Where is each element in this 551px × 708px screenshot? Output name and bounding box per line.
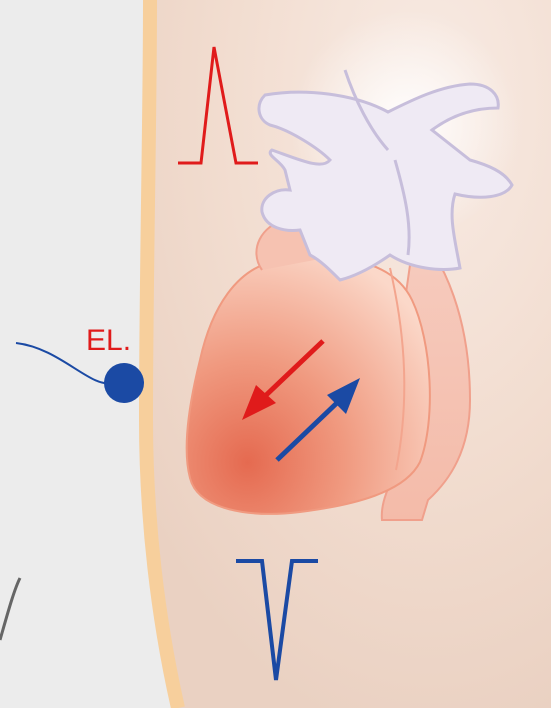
electrode-dot-icon	[104, 363, 144, 403]
electrode-label: EL.	[86, 324, 131, 357]
